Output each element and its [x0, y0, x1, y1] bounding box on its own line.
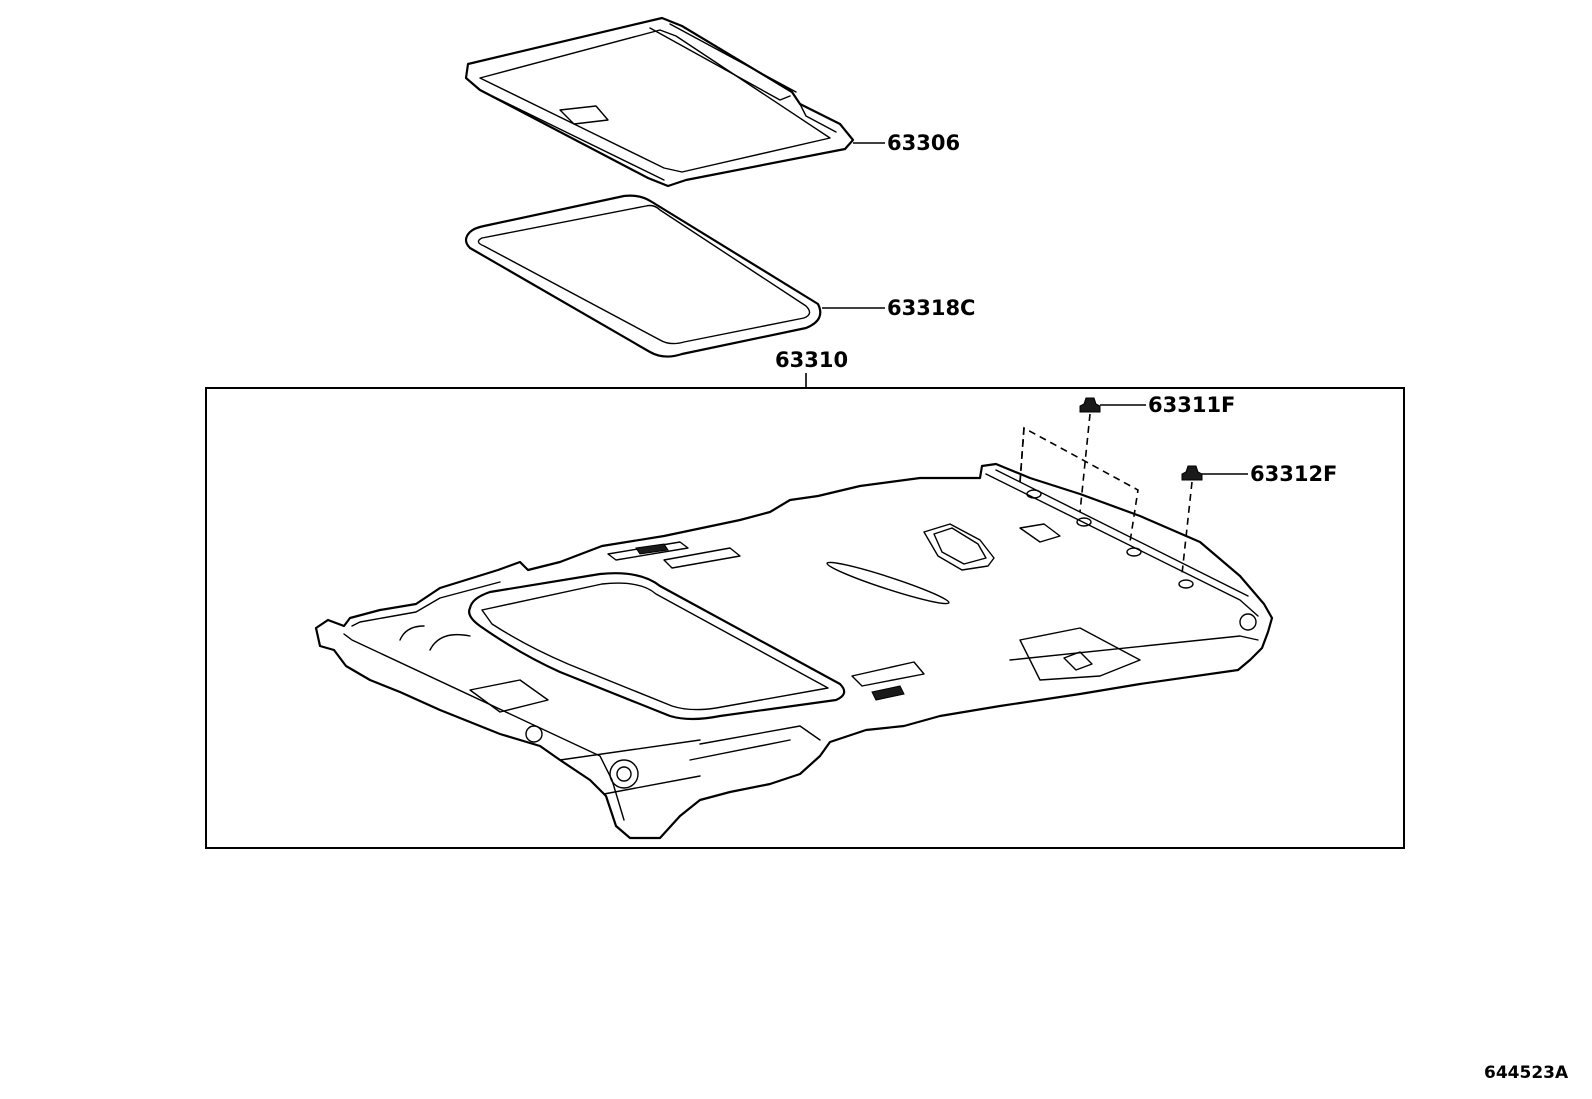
sunroof-seal[interactable]: [464, 194, 822, 358]
illustration-id: 644523A: [1484, 1063, 1569, 1083]
sunshade-panel[interactable]: [464, 16, 855, 188]
headliner-assembly-frame: [205, 387, 1405, 849]
roof-headliner[interactable]: [314, 462, 1274, 840]
clip-upper[interactable]: [1079, 397, 1101, 413]
installation-guide-lines: [1019, 413, 1193, 575]
clip-lower[interactable]: [1181, 465, 1203, 481]
callout-63312F[interactable]: 63312F: [1250, 462, 1337, 486]
callout-63318C[interactable]: 63318C: [887, 296, 975, 320]
callout-63310[interactable]: 63310: [775, 348, 848, 372]
callout-63306[interactable]: 63306: [887, 131, 960, 155]
callout-63311F[interactable]: 63311F: [1148, 393, 1235, 417]
